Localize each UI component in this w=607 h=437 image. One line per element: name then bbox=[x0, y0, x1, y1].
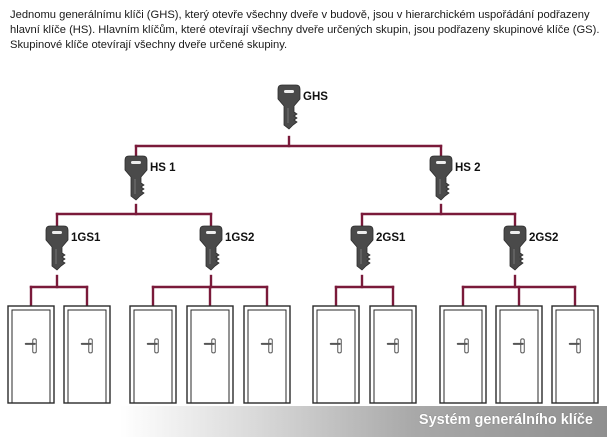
key-label: 1GS2 bbox=[225, 232, 254, 244]
key-label: 2GS2 bbox=[529, 232, 558, 244]
door-icon bbox=[186, 305, 234, 404]
caption-title: Systém generálního klíče bbox=[418, 412, 593, 428]
key-label: HS 1 bbox=[150, 162, 176, 174]
key-icon bbox=[277, 84, 301, 130]
intro-text: Jednomu generálnímu klíči (GHS), který o… bbox=[10, 9, 600, 51]
door-icon bbox=[63, 305, 111, 404]
door-icon bbox=[243, 305, 291, 404]
door-row bbox=[7, 305, 599, 404]
caption-bar: Systém generálního klíče bbox=[120, 406, 607, 437]
key-icon bbox=[429, 155, 453, 201]
door-icon bbox=[439, 305, 487, 404]
key-icon bbox=[350, 225, 374, 271]
key-label: HS 2 bbox=[455, 162, 481, 174]
connector-lines bbox=[29, 135, 577, 308]
key-icon bbox=[45, 225, 69, 271]
door-icon bbox=[312, 305, 360, 404]
door-icon bbox=[7, 305, 55, 404]
door-icon bbox=[129, 305, 177, 404]
key-label: 1GS1 bbox=[71, 232, 101, 244]
key-label: GHS bbox=[303, 91, 328, 103]
door-icon bbox=[495, 305, 543, 404]
key-tree: GHS HS 1 1GS1 1GS2 HS 2 2GS1 2GS2 bbox=[45, 84, 558, 271]
door-icon bbox=[551, 305, 599, 404]
key-label: 2GS1 bbox=[376, 232, 406, 244]
key-icon bbox=[199, 225, 223, 271]
key-icon bbox=[124, 155, 148, 201]
key-icon bbox=[503, 225, 527, 271]
door-icon bbox=[369, 305, 417, 404]
